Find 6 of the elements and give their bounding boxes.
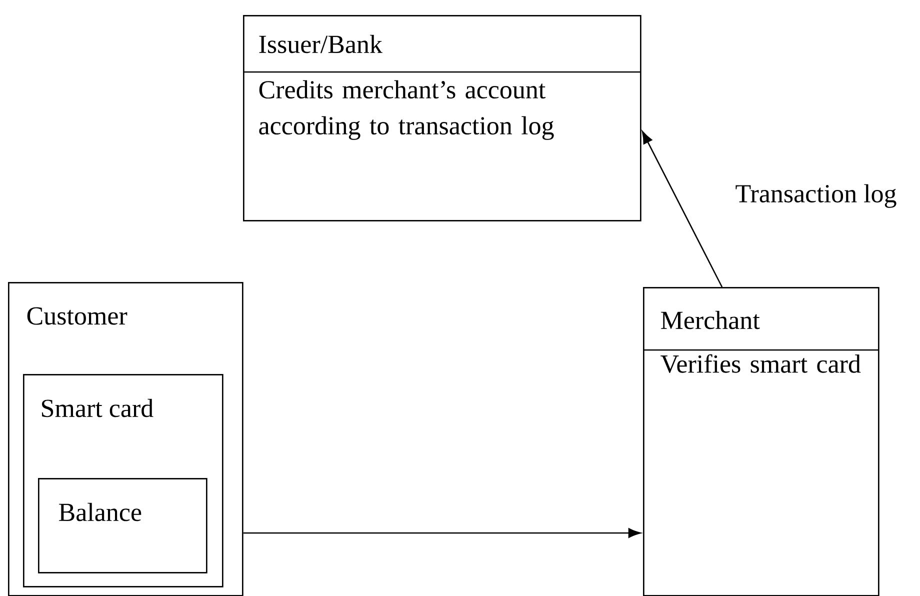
edge-label: Transaction log [734, 182, 898, 210]
arrow [243, 528, 641, 538]
bank-box: Issuer/Bank Credits merchant’s account according to transaction log [243, 15, 642, 222]
arrow [642, 131, 723, 288]
merchant-box: Merchant Verifies smart card [643, 287, 880, 596]
balance-box: Balance [38, 478, 208, 574]
